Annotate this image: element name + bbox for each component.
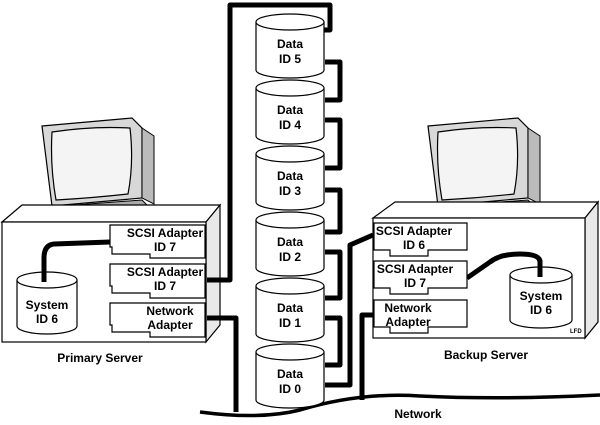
primary-scsi-adapter-2: SCSI Adapter ID 7 <box>109 263 206 299</box>
data-disk-label: Data <box>277 235 303 249</box>
data-disk-label: Data <box>277 367 303 381</box>
svg-text:Network: Network <box>384 301 432 315</box>
svg-text:System: System <box>520 289 563 303</box>
svg-text:SCSI Adapter: SCSI Adapter <box>127 226 204 240</box>
svg-text:ID 7: ID 7 <box>154 240 176 254</box>
data-disk-label: ID 4 <box>279 118 301 132</box>
svg-text:ID 6: ID 6 <box>403 238 425 252</box>
data-disk-label: ID 3 <box>279 184 301 198</box>
svg-text:SCSI Adapter: SCSI Adapter <box>377 262 454 276</box>
primary-monitor <box>41 117 155 217</box>
data-disk-label: Data <box>277 37 303 51</box>
backup-network-adapter: Network Adapter <box>373 299 468 334</box>
primary-server-label: Primary Server <box>57 351 143 365</box>
svg-text:SCSI Adapter: SCSI Adapter <box>376 224 453 238</box>
backup-system-disk: System ID 6 <box>509 260 573 329</box>
network-label: Network <box>394 407 442 421</box>
primary-scsi-adapter-1: SCSI Adapter ID 7 <box>109 224 206 259</box>
data-disk-label: Data <box>277 169 303 183</box>
primary-adapters: SCSI Adapter ID 7 SCSI Adapter ID 7 Netw… <box>109 224 206 338</box>
svg-text:ID 7: ID 7 <box>154 279 176 293</box>
data-disk-label: ID 0 <box>279 382 301 396</box>
backup-server-label: Backup Server <box>444 348 528 362</box>
svg-text:ID 6: ID 6 <box>36 312 58 326</box>
svg-text:Network: Network <box>146 304 194 318</box>
data-disk-label: ID 2 <box>279 250 301 264</box>
data-disk-label: Data <box>277 301 303 315</box>
svg-text:ID 7: ID 7 <box>404 276 426 290</box>
primary-system-disk: System ID 6 <box>16 262 78 335</box>
svg-text:SCSI Adapter: SCSI Adapter <box>127 265 204 279</box>
cables <box>41 2 600 418</box>
lfd-mark: LFD <box>570 329 582 335</box>
data-disk-label: ID 1 <box>279 316 301 330</box>
backup-scsi-adapter-1: SCSI Adapter ID 6 <box>373 222 468 257</box>
svg-text:ID 6: ID 6 <box>530 303 552 317</box>
svg-text:System: System <box>26 298 69 312</box>
backup-adapters: SCSI Adapter ID 6 SCSI Adapter ID 7 Netw… <box>373 222 468 334</box>
svg-text:Adapter: Adapter <box>385 315 431 329</box>
backup-monitor <box>427 117 541 217</box>
svg-text:Adapter: Adapter <box>147 318 193 332</box>
backup-scsi-adapter-2: SCSI Adapter ID 7 <box>373 260 468 295</box>
data-disk-label: ID 5 <box>279 52 301 66</box>
data-disk-label: Data <box>277 103 303 117</box>
primary-network-adapter: Network Adapter <box>109 302 206 338</box>
